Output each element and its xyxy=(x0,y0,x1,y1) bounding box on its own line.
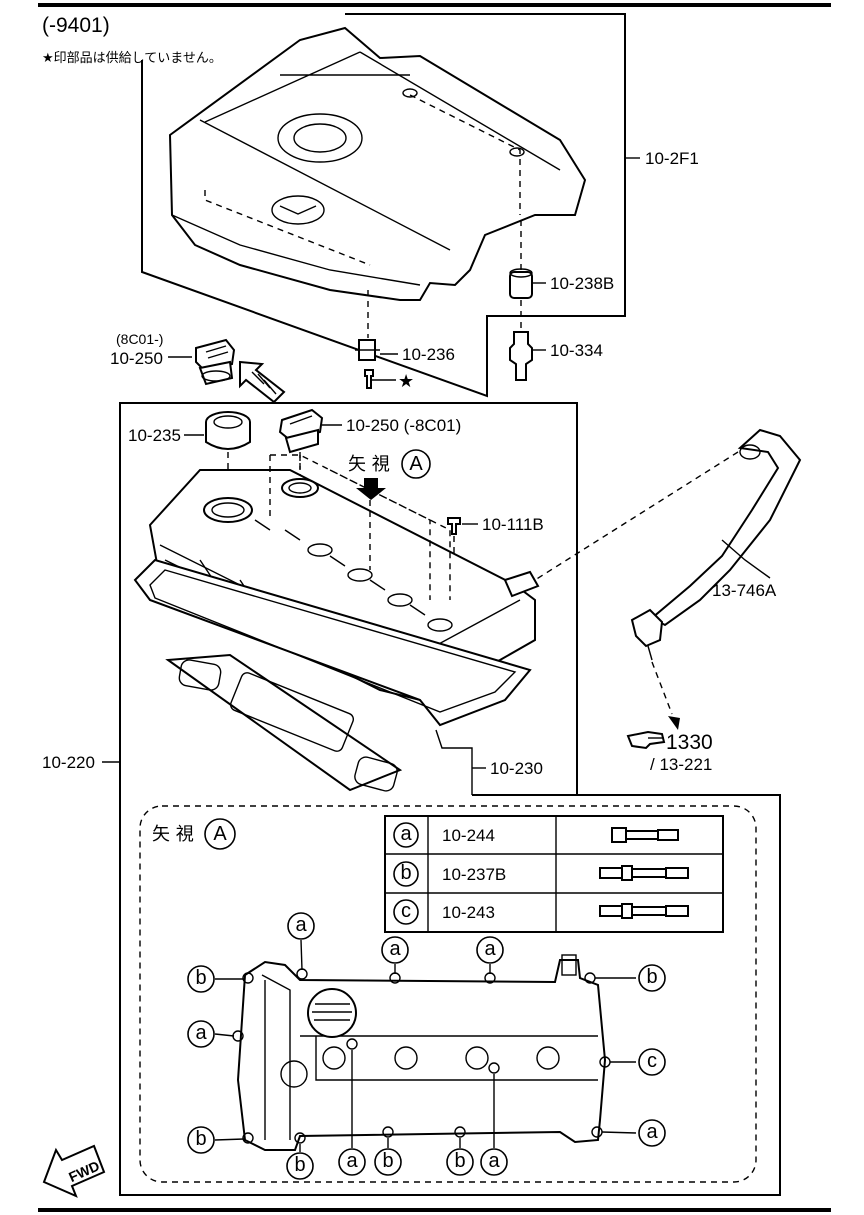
bolt-a-icon xyxy=(611,827,679,843)
model-code: (-9401) xyxy=(42,14,110,37)
label-gasket: 10-230 xyxy=(490,759,543,778)
ref-group-link[interactable]: 1330 xyxy=(666,731,713,754)
label-grommet: 10-238B xyxy=(550,274,614,293)
view-label-top: 矢 視 xyxy=(348,454,390,475)
engine-cover xyxy=(168,26,587,301)
svg-text:b: b xyxy=(454,1150,465,1172)
label-stud: 10-334 xyxy=(550,341,603,360)
callout-a-1: a xyxy=(287,912,315,940)
cover-filler-hole xyxy=(277,113,363,163)
callout-b-4: b xyxy=(286,1152,314,1180)
svg-text:a: a xyxy=(295,914,307,936)
svg-text:b: b xyxy=(195,1128,206,1150)
label-oil-cap-note: (8C01-) xyxy=(116,331,163,347)
svg-text:a: a xyxy=(488,1150,500,1172)
bolt-c-icon xyxy=(599,903,689,919)
callout-a-7: a xyxy=(480,1148,508,1176)
view-letter-top: A xyxy=(409,453,423,475)
callout-a-4: a xyxy=(187,1020,215,1048)
oil-cap-lower-part xyxy=(278,408,324,476)
legend-part-a: 10-244 xyxy=(442,826,495,845)
view-letter-circle-top xyxy=(401,449,431,479)
label-oil-cap-lower: 10-250 (-8C01) xyxy=(346,416,461,435)
supply-note: ★印部品は供給していません。 xyxy=(42,51,222,66)
callout-b-1: b xyxy=(187,965,215,993)
label-pcv-hose: 13-746A xyxy=(712,581,777,600)
head-cover-group-frame xyxy=(119,402,781,1196)
legend-key-c: c xyxy=(401,900,411,922)
view-letter-circle-detail xyxy=(204,818,236,850)
pcv-hose-part xyxy=(534,428,802,730)
svg-text:b: b xyxy=(382,1150,393,1172)
ref-sub-link[interactable]: / 13-221 xyxy=(650,755,712,774)
callout-b-5: b xyxy=(374,1148,402,1176)
cover-group-frame xyxy=(141,13,626,398)
svg-text:c: c xyxy=(647,1050,657,1072)
legend-key-b: b xyxy=(400,862,411,884)
head-cover-top-view xyxy=(232,954,611,1151)
svg-text:a: a xyxy=(484,938,496,960)
label-engine-cover: 10-2F1 xyxy=(645,149,699,168)
callout-c-1: c xyxy=(638,1048,666,1076)
svg-text:a: a xyxy=(646,1121,658,1143)
svg-text:a: a xyxy=(389,938,401,960)
label-oil-cap-upper: 10-250 xyxy=(110,349,163,368)
legend-part-b: 10-237B xyxy=(442,865,506,884)
cover-emblem xyxy=(271,195,325,225)
label-plug-235: 10-235 xyxy=(128,426,181,445)
callout-a-6: a xyxy=(338,1148,366,1176)
label-bolt-111b: 10-111B xyxy=(482,515,544,534)
callout-b-3: b xyxy=(187,1126,215,1154)
gasket-part xyxy=(133,558,532,792)
callout-a-2: a xyxy=(381,936,409,964)
label-head-cover: 10-220 xyxy=(42,753,95,772)
legend-table: a 10-244 b 10-237B c 10-243 xyxy=(384,815,724,933)
fwd-arrow-icon: FWD xyxy=(42,1144,106,1198)
bolt-236-part xyxy=(355,290,396,389)
view-label-detail: 矢 視 xyxy=(152,824,194,845)
bolt-b-icon xyxy=(599,865,689,881)
svg-text:b: b xyxy=(195,967,206,989)
svg-text:a: a xyxy=(195,1022,207,1044)
hand-pointer-icon xyxy=(626,730,666,750)
svg-text:b: b xyxy=(646,966,657,988)
view-direction-arrow xyxy=(239,360,286,404)
oil-cap-upper-part xyxy=(195,338,236,386)
callout-lines xyxy=(214,939,637,1152)
callout-b-6: b xyxy=(446,1148,474,1176)
view-a-detail-frame xyxy=(139,805,757,1183)
svg-text:b: b xyxy=(294,1154,305,1176)
legend-part-c: 10-243 xyxy=(442,903,495,922)
view-arrow-down xyxy=(356,478,386,500)
grommet-part xyxy=(509,220,533,299)
view-letter-detail: A xyxy=(213,823,227,845)
callout-b-2: b xyxy=(638,964,666,992)
callout-a-5: a xyxy=(638,1119,666,1147)
label-bolt-236: 10-236 xyxy=(402,345,455,364)
stud-part xyxy=(509,300,533,381)
svg-text:a: a xyxy=(346,1150,358,1172)
legend-key-a: a xyxy=(400,823,412,845)
callout-a-3: a xyxy=(476,936,504,964)
star-mark: ★ xyxy=(398,371,414,392)
